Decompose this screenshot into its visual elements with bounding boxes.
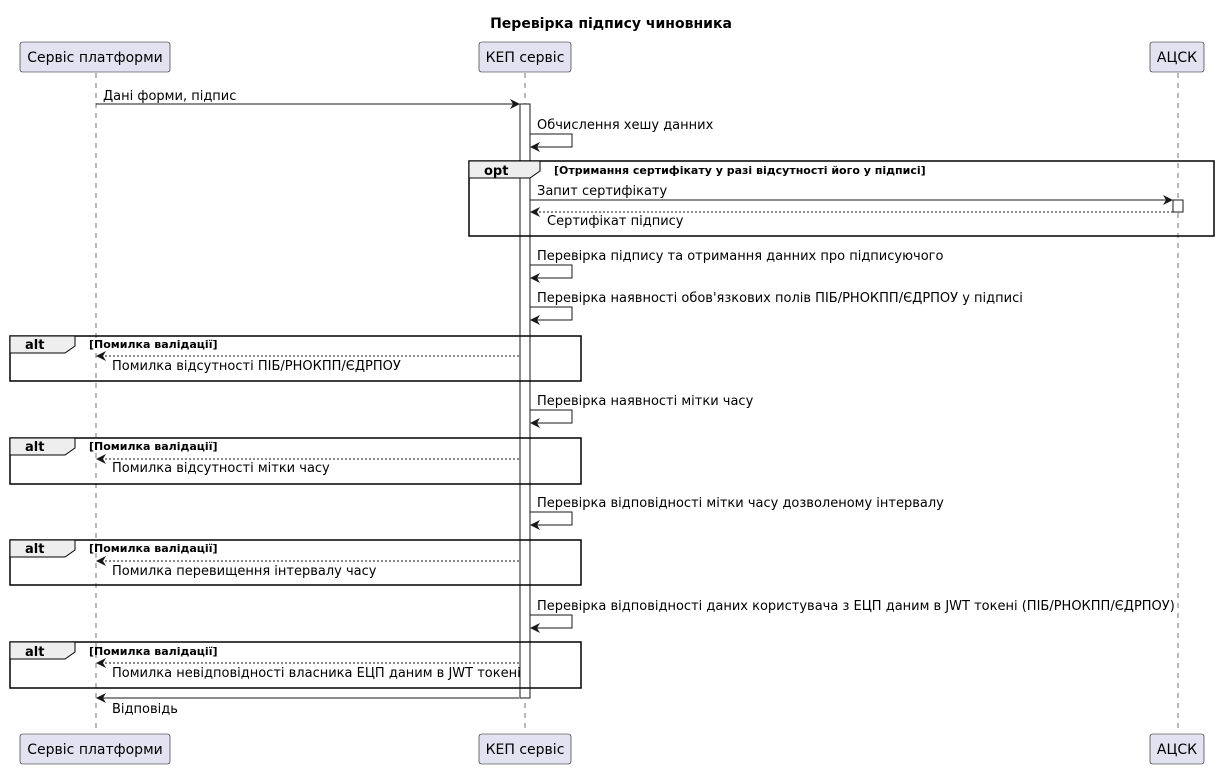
- fragment-alt-3: alt [Помилка валідації] Помилка перевище…: [9, 539, 582, 586]
- self-message-required-fields: Перевірка наявності обов'язкових полів П…: [530, 291, 1023, 325]
- fragment-alt-1: alt [Помилка валідації] Помилка відсутно…: [9, 335, 582, 382]
- message-label: Помилка перевищення інтервалу часу: [112, 564, 377, 579]
- participant-platform-bottom[interactable]: Сервіс платформи: [19, 733, 171, 765]
- self-message-signature-check: Перевірка підпису та отримання данних пр…: [530, 249, 944, 283]
- diagram-title: Перевірка підпису чиновника: [490, 16, 732, 32]
- fragment-guard: [Помилка валідації]: [89, 645, 218, 658]
- message-cert-response: Сертифікат підпису: [530, 207, 1173, 229]
- participant-label: АЦСК: [1157, 50, 1197, 66]
- message-form-data: Дані форми, підпис: [96, 89, 520, 109]
- fragment-keyword: alt: [25, 542, 44, 557]
- message-label: Перевірка відповідності мітки часу дозво…: [537, 496, 944, 511]
- participant-label: КЕП сервіс: [486, 50, 565, 66]
- activation-acsk: [1172, 199, 1184, 213]
- message-label: Перевірка наявності обов'язкових полів П…: [537, 291, 1023, 306]
- fragment-alt-2: alt [Помилка валідації] Помилка відсутно…: [9, 437, 582, 485]
- fragment-guard: [Помилка валідації]: [89, 542, 218, 555]
- message-response: Відповідь: [96, 693, 519, 717]
- participant-kep-top[interactable]: КЕП сервіс: [478, 41, 572, 73]
- participant-acsk-bottom[interactable]: АЦСК: [1149, 733, 1205, 765]
- self-message-interval: Перевірка відповідності мітки часу дозво…: [530, 496, 944, 530]
- fragment-keyword: opt: [484, 164, 508, 179]
- self-message-jwt: Перевірка відповідності даних користувач…: [530, 599, 1175, 633]
- message-label: Сертифікат підпису: [547, 214, 684, 229]
- message-label: Перевірка підпису та отримання данних пр…: [537, 249, 944, 264]
- message-label: Обчислення хешу данних: [537, 118, 714, 133]
- activation-kep: [519, 103, 531, 699]
- fragment-guard: [Помилка валідації]: [89, 440, 218, 453]
- fragment-keyword: alt: [25, 440, 44, 455]
- message-label: Перевірка відповідності даних користувач…: [537, 599, 1175, 614]
- fragment-guard: [Отримання сертифікату у разі відсутност…: [554, 164, 926, 177]
- participant-label: Сервіс платформи: [27, 742, 162, 758]
- message-label: Дані форми, підпис: [103, 89, 236, 104]
- message-label: Запит сертифікату: [537, 184, 667, 199]
- participant-label: АЦСК: [1157, 742, 1197, 758]
- participant-acsk-top[interactable]: АЦСК: [1149, 41, 1205, 73]
- message-label: Перевірка наявності мітки часу: [537, 394, 754, 409]
- fragment-keyword: alt: [25, 645, 44, 660]
- participant-label: КЕП сервіс: [486, 742, 565, 758]
- participant-platform-top[interactable]: Сервіс платформи: [19, 41, 171, 73]
- self-message-hash: Обчислення хешу данних: [530, 118, 714, 152]
- message-label: Помилка відсутності ПІБ/РНОКПП/ЄДРПОУ: [112, 359, 401, 374]
- message-label: Помилка відсутності мітки часу: [112, 461, 330, 476]
- self-message-timestamp: Перевірка наявності мітки часу: [530, 394, 754, 428]
- fragment-alt-4: alt [Помилка валідації] Помилка невідпов…: [9, 641, 582, 689]
- message-label: Відповідь: [112, 702, 178, 717]
- participant-kep-bottom[interactable]: КЕП сервіс: [478, 733, 572, 765]
- message-label: Помилка невідповідності власника ЕЦП дан…: [112, 666, 521, 681]
- message-cert-request: Запит сертифікату: [530, 184, 1173, 205]
- participant-label: Сервіс платформи: [27, 50, 162, 66]
- fragment-opt: opt [Отримання сертифікату у разі відсут…: [468, 160, 1215, 237]
- fragment-guard: [Помилка валідації]: [89, 338, 218, 351]
- fragment-keyword: alt: [25, 338, 44, 353]
